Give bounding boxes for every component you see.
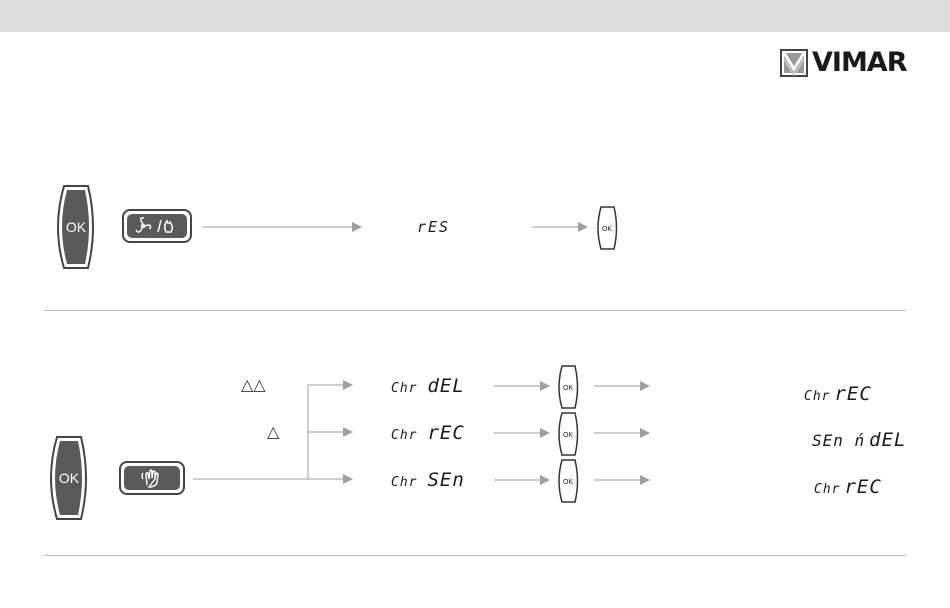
ok-key-large: OK <box>50 184 96 270</box>
vimar-logo: VIMAR <box>780 47 907 79</box>
ok-confirm-key: OK <box>595 206 619 250</box>
ok-key-large-2: OK <box>43 435 89 521</box>
vimar-logo-mark-icon <box>780 49 808 77</box>
ok-confirm-key-branch2: OK <box>556 412 580 456</box>
arrow-branch3-result <box>594 474 650 486</box>
display-res: rES <box>417 220 450 235</box>
header-bar <box>0 0 950 32</box>
up-triangle-single: △ <box>267 424 279 440</box>
arrow-branch1-to-ok <box>494 380 550 392</box>
arrow-to-ok-confirm <box>532 221 588 233</box>
arrow-branch1-result <box>594 380 650 392</box>
ok-confirm-label-branch3: OK <box>563 479 573 486</box>
ok-confirm-key-branch1: OK <box>556 365 580 409</box>
up-triangle-double: △△ <box>241 377 266 393</box>
hand-key <box>119 461 185 495</box>
arrow-branch2-result <box>594 427 650 439</box>
arrow-branch3-to-ok <box>494 474 550 486</box>
ok-confirm-key-branch3: OK <box>556 459 580 503</box>
ok-key-label-2: OK <box>59 470 80 486</box>
arrow-to-res <box>202 221 362 233</box>
ok-confirm-label-branch1: OK <box>563 385 573 392</box>
arrow-branch2-to-ok <box>494 427 550 439</box>
divider-1 <box>44 310 906 311</box>
ok-key-label: OK <box>66 219 87 235</box>
brand-name: VIMAR <box>812 47 907 79</box>
fan-flame-key <box>122 209 192 243</box>
divider-2 <box>44 555 906 556</box>
ok-confirm-label-branch2: OK <box>563 432 573 439</box>
ok-confirm-label: OK <box>602 226 612 233</box>
